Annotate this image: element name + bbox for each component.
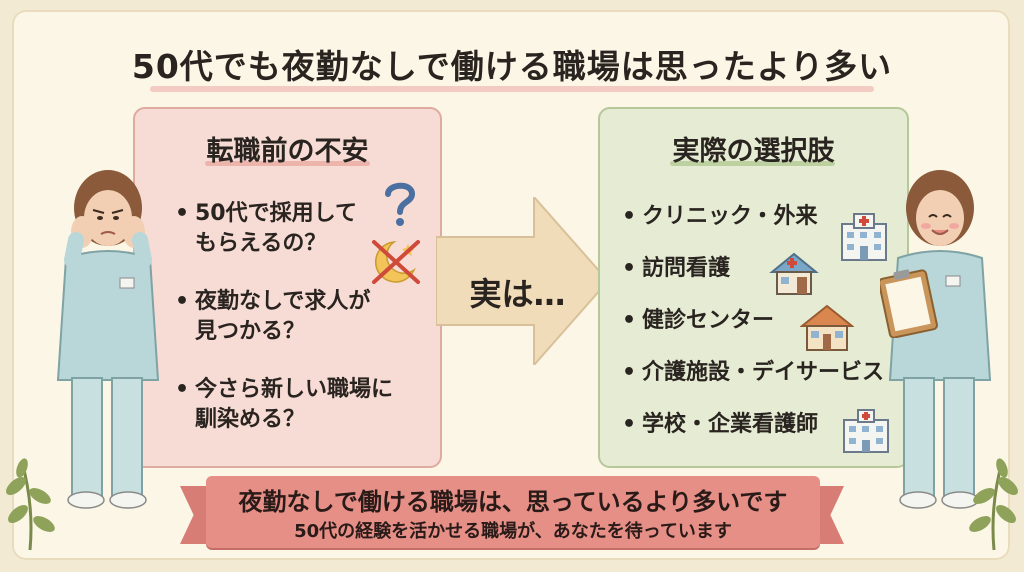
options-list: クリニック・外来 訪問看護 健診センター 介護施設・デイサービス 学校・企業看護…	[622, 202, 902, 462]
clipboard-icon	[880, 269, 938, 338]
options-title-underline	[670, 161, 835, 166]
worry-text: 今さら新しい職場に 馴染める？	[195, 377, 394, 432]
worry-text: 夜勤なしで求人が 見つかる？	[195, 289, 371, 344]
banner-headline: 夜勤なしで働ける職場は、思っているより多いです	[238, 488, 788, 516]
worries-list: 50代で採用して もらえるの？ 夜勤なしで求人が 見つかる？ 今さら新しい職場に…	[175, 199, 425, 463]
hospital-icon	[843, 409, 889, 453]
option-text: 学校・企業看護師	[642, 412, 819, 437]
worried-nurse-figure	[56, 170, 160, 509]
leaf-branch-icon	[6, 458, 55, 551]
worries-title: 転職前の不安	[206, 136, 369, 167]
option-text: 介護施設・デイサービス	[642, 360, 885, 385]
options-panel: 実際の選択肢 クリニック・外来 訪問看護 健診センター 介護施設・デイサービス …	[598, 107, 909, 468]
option-item: 介護施設・デイサービス	[622, 358, 902, 410]
option-text: 健診センター	[642, 308, 775, 333]
option-item: 健診センター	[622, 306, 902, 358]
option-text: 訪問看護	[642, 256, 731, 281]
leaf-branch-icon	[969, 458, 1018, 551]
option-text: クリニック・外来	[642, 204, 818, 229]
transition-arrow	[436, 197, 608, 365]
hospital-icon	[841, 213, 887, 261]
question-mark-icon	[385, 182, 416, 226]
worry-item: 夜勤なしで求人が 見つかる？	[175, 287, 425, 347]
conclusion-banner: 夜勤なしで働ける職場は、思っているより多いです 50代の経験を活かせる職場が、あ…	[206, 476, 820, 548]
option-item: クリニック・外来	[622, 202, 902, 254]
title-underline	[150, 86, 874, 92]
banner-subline: 50代の経験を活かせる職場が、あなたを待っています	[294, 521, 732, 542]
option-item: 訪問看護	[622, 254, 902, 306]
house-icon	[769, 252, 819, 295]
worry-text: 50代で採用して もらえるの？	[195, 201, 357, 256]
arrow-label: 実は…	[469, 275, 566, 313]
worries-panel: 転職前の不安 50代で採用して もらえるの？ 夜勤なしで求人が 見つかる？ 今さ…	[133, 107, 442, 468]
moon-no-night-icon	[372, 240, 420, 284]
building-icon	[800, 304, 854, 351]
options-title: 実際の選択肢	[672, 136, 835, 167]
page-title: 50代でも夜勤なしで働ける職場は思ったより多い	[131, 47, 893, 86]
worries-title-underline	[205, 161, 370, 166]
option-item: 学校・企業看護師	[622, 410, 902, 462]
worry-item: 50代で採用して もらえるの？	[175, 199, 425, 259]
worry-item: 今さら新しい職場に 馴染める？	[175, 375, 425, 435]
